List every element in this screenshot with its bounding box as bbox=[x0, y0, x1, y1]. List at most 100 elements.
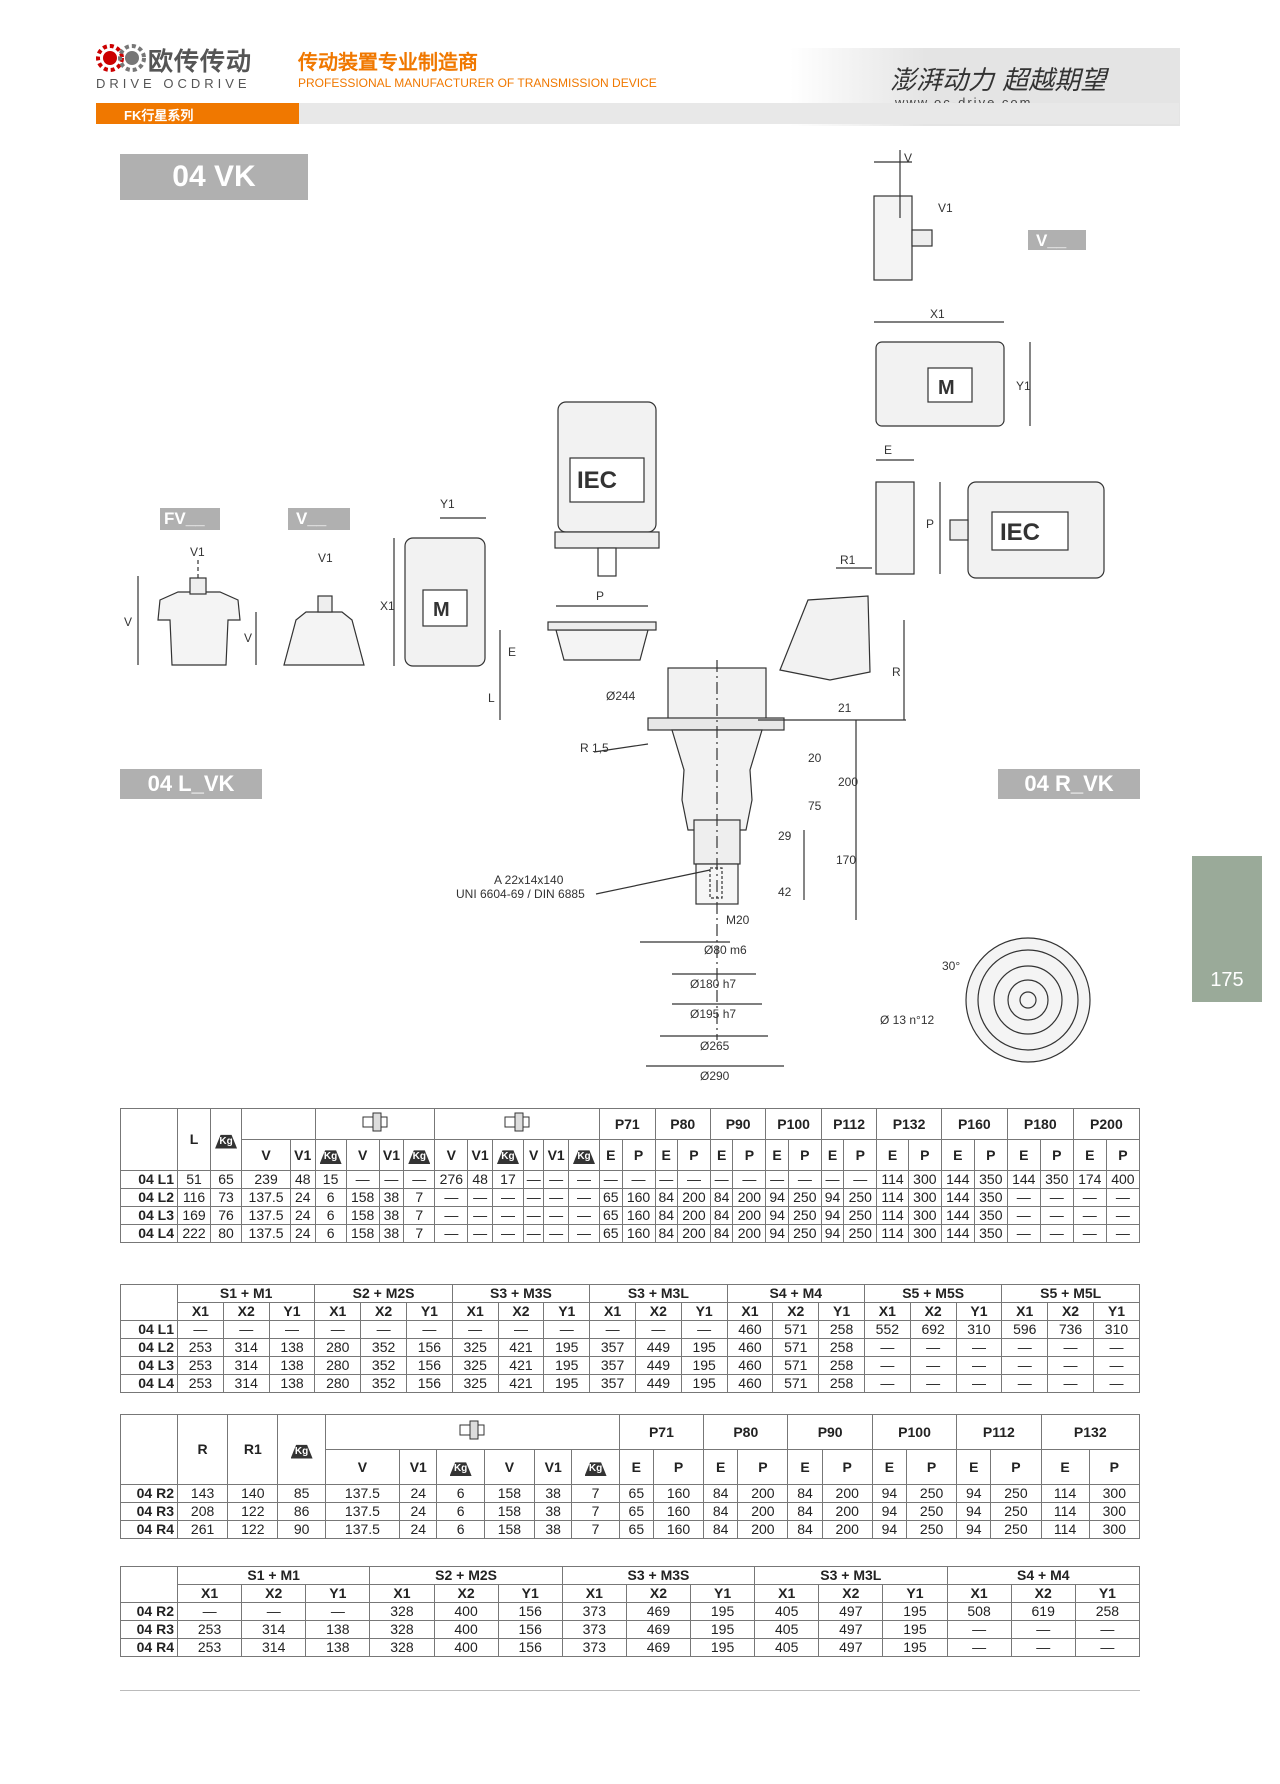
col-header: Y1 bbox=[1074, 1584, 1141, 1603]
table-cell: 137.5 bbox=[241, 1188, 291, 1207]
table-cell: 160 bbox=[621, 1224, 656, 1243]
table-cell: — bbox=[491, 1224, 525, 1243]
table-cell: — bbox=[1039, 1188, 1074, 1207]
col-header bbox=[241, 1108, 316, 1140]
table-cell: 84 bbox=[703, 1520, 739, 1539]
row-label: 04 L3 bbox=[120, 1356, 178, 1375]
col-header: X2 bbox=[433, 1584, 499, 1603]
row-label: 04 R2 bbox=[120, 1602, 178, 1621]
table-cell: — bbox=[843, 1170, 878, 1189]
corner-cell bbox=[120, 1284, 178, 1321]
col-header: E bbox=[654, 1139, 678, 1171]
series-bar: FK行星系列 bbox=[96, 103, 299, 124]
group-header: P180 bbox=[1006, 1108, 1074, 1140]
col-header: E bbox=[618, 1449, 654, 1485]
table-cell: 84 bbox=[654, 1206, 678, 1225]
corner-cell bbox=[120, 1108, 178, 1171]
table-cell: 276 bbox=[434, 1170, 469, 1189]
page-tab: 175 bbox=[1192, 856, 1262, 1002]
col-header: P bbox=[652, 1449, 705, 1485]
table-cell: 195 bbox=[543, 1356, 591, 1375]
table-cell: 373 bbox=[561, 1620, 627, 1639]
table-cell: 195 bbox=[882, 1638, 948, 1657]
corner-cell bbox=[120, 1566, 178, 1603]
iec-label-right: IEC bbox=[1000, 519, 1040, 546]
dim-y1-left: Y1 bbox=[440, 497, 455, 511]
table-cell: 314 bbox=[241, 1620, 307, 1639]
table-cell: 158 bbox=[345, 1224, 380, 1243]
table-cell: — bbox=[955, 1338, 1003, 1357]
group-header: P100 bbox=[871, 1414, 958, 1450]
dim-r1: R1 bbox=[840, 553, 856, 567]
table-cell: 38 bbox=[378, 1188, 405, 1207]
col-header: E bbox=[787, 1449, 823, 1485]
table-cell: 156 bbox=[497, 1602, 563, 1621]
col-header: V1 bbox=[399, 1449, 438, 1485]
col-header: Y1 bbox=[882, 1584, 948, 1603]
m-label-left: M bbox=[433, 599, 450, 621]
table-cell: 357 bbox=[589, 1356, 636, 1375]
col-header: Kg bbox=[209, 1108, 243, 1171]
table-cell: 352 bbox=[360, 1356, 407, 1375]
col-header: Kg bbox=[491, 1139, 525, 1171]
table-cell: 38 bbox=[534, 1520, 573, 1539]
table-cell: 174 bbox=[1072, 1170, 1107, 1189]
row-label: 04 L2 bbox=[120, 1188, 178, 1207]
table-cell: 156 bbox=[405, 1338, 453, 1357]
table-cell: 328 bbox=[369, 1602, 435, 1621]
dim-uni: UNI 6604-69 / DIN 6885 bbox=[456, 887, 585, 901]
col-header: P bbox=[737, 1449, 789, 1485]
row-label: 04 L3 bbox=[120, 1206, 178, 1225]
table-cell: — bbox=[543, 1170, 569, 1189]
table-cell: — bbox=[863, 1338, 911, 1357]
table-cell: 6 bbox=[314, 1188, 347, 1207]
table-cell: 90 bbox=[277, 1520, 326, 1539]
col-header: P bbox=[843, 1139, 878, 1171]
table-cell: 357 bbox=[589, 1338, 636, 1357]
technical-drawing: FV__ V__ V__ M M IEC IEC Ø244 R 1,5 A 22… bbox=[124, 150, 1105, 1083]
table-cell: — bbox=[523, 1170, 545, 1189]
table-cell: 94 bbox=[820, 1206, 845, 1225]
flange-icon-header bbox=[314, 1108, 436, 1140]
table-cell: — bbox=[1001, 1338, 1049, 1357]
table-cell: 7 bbox=[403, 1188, 436, 1207]
table-cell: 352 bbox=[360, 1374, 407, 1393]
col-header: X1 bbox=[726, 1302, 774, 1321]
table-cell: 195 bbox=[680, 1374, 728, 1393]
dim-r15: R 1,5 bbox=[580, 741, 609, 755]
col-header: X2 bbox=[818, 1584, 884, 1603]
table-cell: 280 bbox=[314, 1338, 362, 1357]
table-cell: — bbox=[1001, 1374, 1049, 1393]
dim-v-right: V bbox=[904, 151, 912, 165]
row-label: 04 L2 bbox=[120, 1338, 178, 1357]
table-cell: 200 bbox=[821, 1520, 873, 1539]
table-cell: 253 bbox=[176, 1638, 243, 1657]
col-header: X2 bbox=[222, 1302, 270, 1321]
table-cell: 250 bbox=[787, 1188, 822, 1207]
col-header: E bbox=[709, 1139, 734, 1171]
row-label: 04 L4 bbox=[120, 1224, 178, 1243]
table-cell: 195 bbox=[680, 1338, 728, 1357]
table-cell: 6 bbox=[314, 1206, 347, 1225]
table-cell: 195 bbox=[882, 1620, 948, 1639]
table-cell: 94 bbox=[871, 1520, 907, 1539]
table-cell: 200 bbox=[821, 1502, 873, 1521]
table-cell: 200 bbox=[737, 1520, 789, 1539]
table-cell: 84 bbox=[654, 1224, 678, 1243]
table-cell: — bbox=[467, 1224, 493, 1243]
dim-29: 29 bbox=[778, 829, 792, 843]
col-header: Y1 bbox=[497, 1584, 563, 1603]
table-cell: 314 bbox=[222, 1356, 270, 1375]
table-cell: 24 bbox=[289, 1206, 316, 1225]
table-cell: 94 bbox=[956, 1502, 992, 1521]
footer-rule bbox=[120, 1690, 1140, 1691]
table-cell: — bbox=[1010, 1638, 1076, 1657]
table-cell: 158 bbox=[483, 1520, 536, 1539]
table-cell: — bbox=[434, 1188, 469, 1207]
weight-icon: Kg bbox=[408, 1150, 431, 1164]
row-label: 04 R4 bbox=[120, 1638, 178, 1657]
col-header: Y1 bbox=[955, 1302, 1003, 1321]
table-cell: 350 bbox=[973, 1188, 1008, 1207]
